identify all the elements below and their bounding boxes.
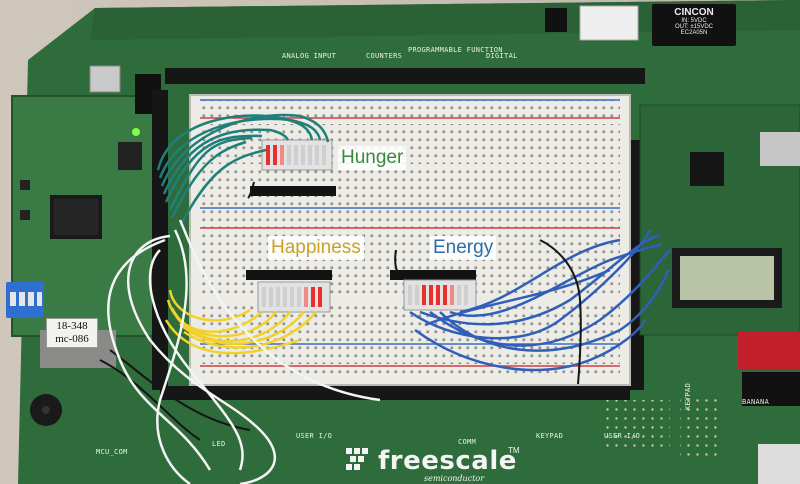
label-happiness: Happiness xyxy=(268,236,364,260)
brand-text: freescale xyxy=(378,446,517,476)
lcd-driver-chip xyxy=(690,152,724,186)
led-bar-happiness xyxy=(257,281,331,313)
label-hunger: Hunger xyxy=(338,146,407,170)
banana-jack-black xyxy=(742,372,800,406)
usb-connector xyxy=(89,65,121,93)
silk-programmable-function: PROGRAMMABLE FUNCTION xyxy=(408,46,503,54)
wires-blue xyxy=(409,229,671,372)
silk-led: LED xyxy=(212,440,226,448)
lcd-screen xyxy=(680,256,774,300)
wires-black xyxy=(99,181,582,441)
converter-line2: OUT: ±15VDC xyxy=(675,24,713,30)
wires-white xyxy=(107,219,381,484)
dc-converter: CINCON IN: 5VDC OUT: ±15VDC EC2A05N xyxy=(652,4,736,46)
silk-analog-input: ANALOG INPUT xyxy=(282,52,337,60)
converter-brand: CINCON xyxy=(674,7,714,18)
left-header-rail xyxy=(152,90,168,390)
wires-yellow xyxy=(164,289,317,355)
breadboard-rail-top xyxy=(200,100,620,118)
silk-counters: COUNTERS xyxy=(366,52,403,60)
brand-subtext: semiconductor xyxy=(424,474,485,483)
freescale-logo-mark xyxy=(346,448,368,470)
silk-comm: COMM xyxy=(458,438,477,446)
silk-banana: BANANA xyxy=(742,398,770,406)
silk-digital: DIGITAL xyxy=(486,52,518,60)
usb-b-connector xyxy=(760,132,800,166)
board-tag-line2: mc-086 xyxy=(55,333,89,345)
board-tag-line1: 18-348 xyxy=(56,320,88,332)
silk-user-io-2: USER I/O xyxy=(296,432,333,440)
silk-keypad: KEYPAD xyxy=(536,432,564,440)
led-bar-energy xyxy=(403,279,477,311)
silk-keypad-side: KEYPAD xyxy=(684,382,692,410)
converter-line1: IN: 5VDC xyxy=(681,18,707,24)
ic-chip-1 xyxy=(250,186,336,196)
converter-part: EC2A05N xyxy=(680,30,708,36)
wires-teal xyxy=(156,113,330,227)
brand-trademark: TM xyxy=(508,446,520,455)
silk-user-io-1: USER I/O xyxy=(604,432,641,440)
board-tag: 18-348 mc-086 xyxy=(46,318,98,348)
led-bar-hunger xyxy=(261,139,333,171)
ic-chip-3 xyxy=(390,270,476,280)
silk-mcu-com: MCU_COM xyxy=(96,448,128,456)
label-energy: Energy xyxy=(430,236,497,260)
breadboard-rail-bottom xyxy=(200,346,620,364)
breadboard-rail-middle xyxy=(200,210,620,228)
top-header-rail xyxy=(165,68,645,84)
ic-chip-2 xyxy=(246,270,332,280)
power-connector xyxy=(579,5,639,41)
banana-jack-red xyxy=(738,332,800,370)
bottom-header-rail xyxy=(160,386,630,400)
